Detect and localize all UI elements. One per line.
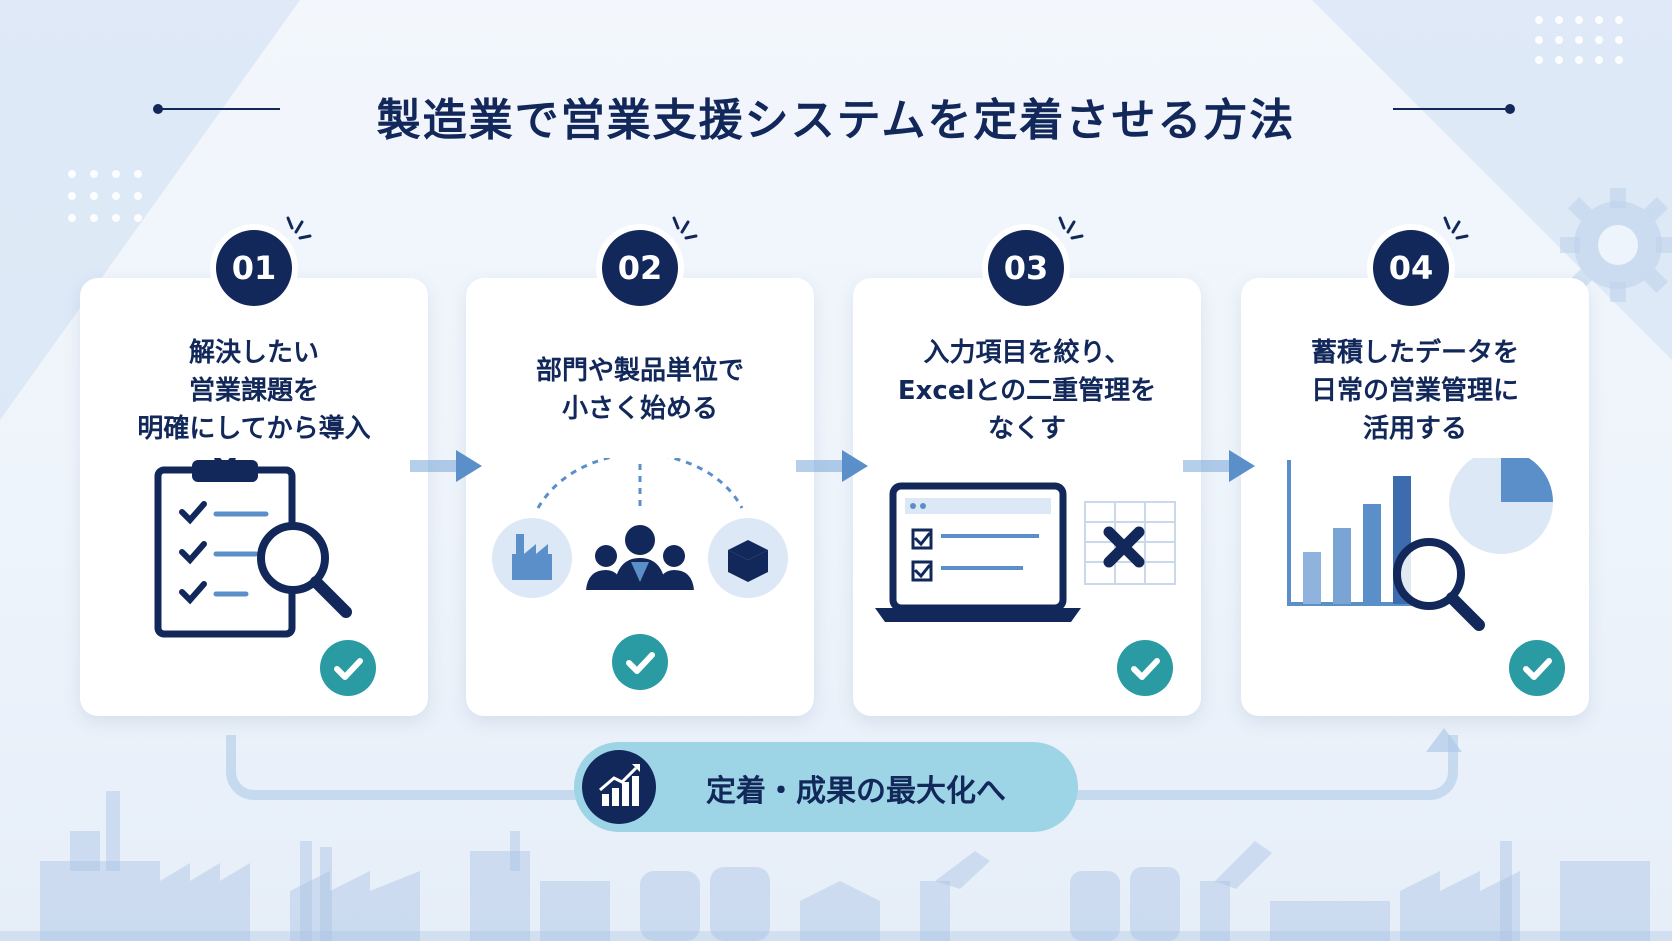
spark-icon [1443,216,1469,240]
step-1-line-2: 営業課題を [188,376,319,406]
step-2-line-2: 小さく始める [561,394,718,424]
arrow-right-icon [796,450,868,482]
step-card-3: 入力項目を絞り、 Excelとの二重管理を なくす [853,278,1201,716]
step-card-4: 蓄積したデータを 日常の営業管理に 活用する [1241,278,1589,716]
step-1-text: 解決したい 営業課題を 明確にしてから導入 [80,334,428,448]
spark-icon [672,216,698,240]
check-icon [612,634,668,690]
step-3-line-3: なくす [987,414,1066,444]
step-1-line-3: 明確にしてから導入 [137,414,371,444]
arrow-right-icon [410,450,482,482]
spark-icon [1058,216,1084,240]
decorative-dots-left [68,170,142,222]
step-4-line-3: 活用する [1362,414,1467,444]
check-icon [1117,640,1173,696]
step-3-line-1: 入力項目を絞り、 [923,338,1131,368]
step-4-text: 蓄積したデータを 日常の営業管理に 活用する [1241,334,1589,448]
title-divider-right [1393,104,1515,114]
step-1-line-1: 解決したい [188,338,319,368]
step-card-1: 解決したい 営業課題を 明確にしてから導入 [80,278,428,716]
arrow-right-icon [1183,450,1255,482]
title-area: 製造業で営業支援システムを定着させる方法 [0,78,1672,148]
step-number-badge-2: 02 [602,230,678,306]
step-number-badge-3: 03 [988,230,1064,306]
title-divider-left [153,104,280,114]
clipboard-magnifier-icon [154,458,352,638]
growth-chart-icon [582,750,656,824]
step-2-line-1: 部門や製品単位で [535,356,744,386]
result-banner: 定着・成果の最大化へ [574,742,1078,832]
step-2-text: 部門や製品単位で 小さく始める [466,352,814,428]
chart-magnifier-icon [1287,458,1553,631]
decorative-dots-right [1535,16,1623,64]
step-3-line-2: Excelとの二重管理を [897,376,1157,406]
step-4-line-1: 蓄積したデータを [1310,338,1519,368]
step-4-line-2: 日常の営業管理に [1310,376,1519,406]
step-card-2: 部門や製品単位で 小さく始める [466,278,814,716]
step-3-text: 入力項目を絞り、 Excelとの二重管理を なくす [853,334,1201,448]
result-label: 定着・成果の最大化へ [706,774,1006,809]
team-factory-box-icon [492,458,788,598]
factory-skyline-illustration [0,791,1672,941]
check-icon [320,640,376,696]
laptop-spreadsheet-cross-icon [875,482,1176,622]
arrow-up-icon [1426,728,1462,752]
page-title: 製造業で営業支援システムを定着させる方法 [376,95,1296,146]
check-icon [1509,640,1565,696]
spark-icon [286,216,312,240]
